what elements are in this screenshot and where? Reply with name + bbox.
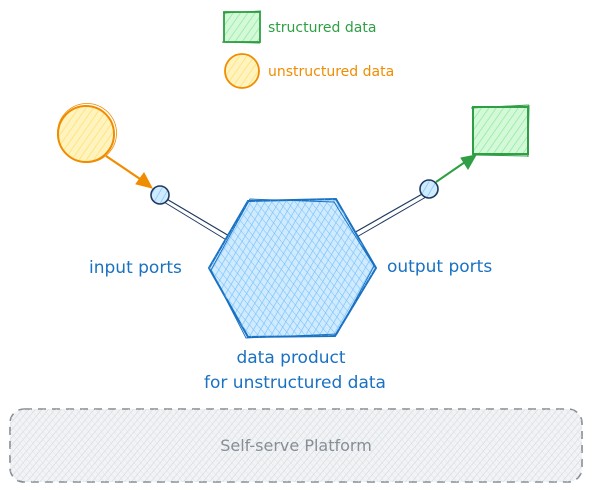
legend-unstructured-label: unstructured data: [268, 64, 394, 80]
legend-structured: structured data: [221, 10, 376, 44]
output-arrow: [435, 154, 477, 183]
legend-unstructured: unstructured data: [224, 53, 394, 89]
legend-structured-label: structured data: [268, 20, 376, 36]
structured-data-square-icon: [223, 11, 261, 43]
product-title-line1: data product: [236, 348, 345, 368]
input-unstructured-data-circle: [57, 105, 115, 163]
data-product-hexagon: [207, 197, 378, 339]
input-arrow: [105, 155, 153, 189]
unstructured-data-circle-icon: [224, 53, 260, 89]
self-serve-platform: Self-serve Platform: [9, 408, 583, 483]
output-ports-label: output ports: [387, 257, 492, 277]
output-port-connector: [351, 192, 427, 239]
output-port-circle: [419, 179, 439, 199]
output-structured-data-square: [470, 104, 530, 158]
input-port-connector: [163, 197, 237, 245]
input-port-circle: [150, 185, 170, 205]
platform-label: Self-serve Platform: [220, 436, 372, 455]
input-ports-label: input ports: [89, 258, 182, 278]
product-title-line2: for unstructured data: [204, 373, 386, 393]
